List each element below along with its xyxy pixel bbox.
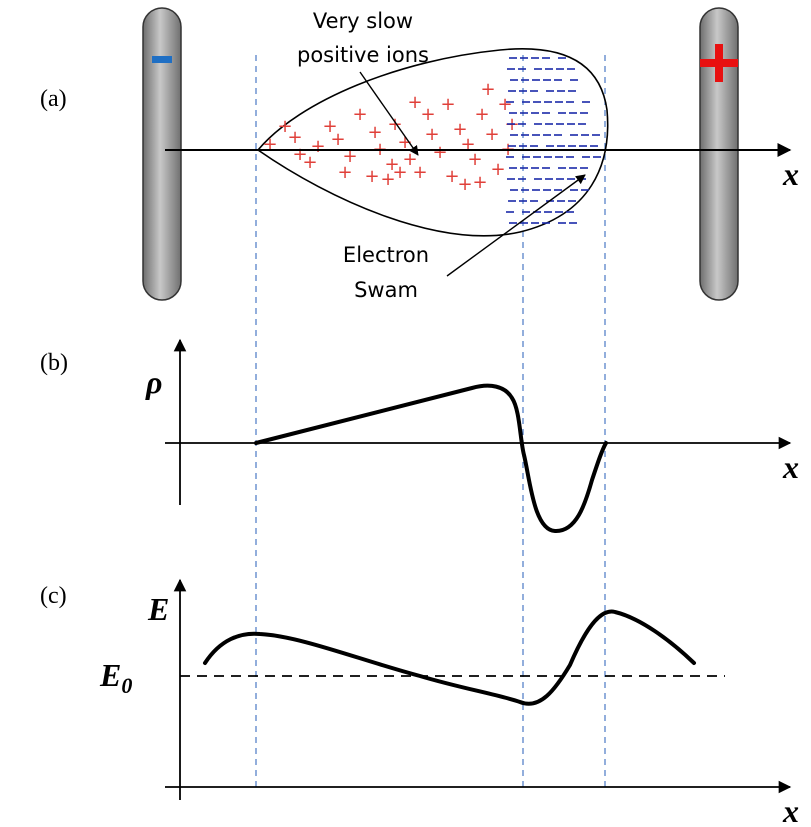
plus-charge: +: [432, 142, 447, 163]
panel-b-y-label: ρ: [145, 364, 162, 400]
electron-group: [506, 57, 601, 224]
plus-charge: +: [397, 132, 412, 153]
plus-charge: +: [262, 134, 277, 155]
anode-sign: [700, 44, 738, 82]
threshold-field-label: E0: [99, 657, 132, 698]
plus-charge: +: [287, 127, 302, 148]
panel-a: (a) ++++++++++++++++++++++++++++++++++++…: [40, 7, 799, 302]
plus-charge: +: [330, 129, 345, 150]
plus-charge: +: [364, 166, 379, 187]
plus-charge: +: [412, 162, 427, 183]
positive-ions-group: +++++++++++++++++++++++++++++++++++++++: [262, 79, 519, 195]
plus-charge: +: [380, 169, 395, 190]
threshold-label-main: E: [99, 657, 121, 693]
charge-density-curve: [254, 383, 608, 534]
plus-charge: +: [310, 136, 325, 157]
panel-b-x-label: x: [782, 449, 799, 485]
threshold-label-sub: 0: [121, 673, 132, 698]
ions-annotation-line-1: Very slow: [313, 9, 413, 33]
panel-b-label: (b): [40, 350, 68, 376]
plus-charge: +: [467, 149, 482, 170]
guide-lines: [255, 55, 606, 790]
electron-annotation-line-2: Swam: [354, 278, 418, 302]
panel-c-x-label: x: [782, 793, 799, 827]
plus-charge: +: [384, 154, 399, 175]
plus-charge: +: [474, 104, 489, 125]
plus-charge: +: [444, 166, 459, 187]
panel-a-label: (a): [40, 86, 67, 112]
plus-charge: +: [457, 174, 472, 195]
plus-charge: +: [337, 162, 352, 183]
ions-annotation-line-2: positive ions: [297, 43, 429, 67]
plus-charge: +: [392, 162, 407, 183]
plus-charge: +: [484, 124, 499, 145]
electric-field-curve: [203, 609, 696, 706]
panel-a-x-label: x: [782, 156, 799, 192]
anode-electrode: [699, 7, 739, 301]
plus-charge: +: [480, 79, 495, 100]
plus-charge: +: [424, 124, 439, 145]
plus-charge: +: [407, 92, 422, 113]
plus-charge: +: [490, 159, 505, 180]
plus-charge: +: [497, 94, 512, 115]
plus-charge: +: [472, 172, 487, 193]
electron-annotation-arrow: [446, 174, 586, 277]
panel-c-label: (c): [40, 583, 67, 609]
plus-charge: +: [387, 114, 402, 135]
plus-charge: +: [322, 116, 337, 137]
plus-charge: +: [440, 94, 455, 115]
panel-c-y-label: E: [147, 591, 169, 627]
plus-charge: +: [367, 122, 382, 143]
panel-b: (b) ρ x: [40, 338, 799, 534]
avalanche-drop: [256, 48, 609, 237]
cathode-sign: [152, 56, 172, 63]
plus-charge: +: [352, 104, 367, 125]
panel-c: (c) E x E0: [40, 578, 799, 827]
plus-charge: +: [452, 119, 467, 140]
plus-charge: +: [342, 146, 357, 167]
plus-charge: +: [302, 152, 317, 173]
plus-charge: +: [420, 104, 435, 125]
cathode-electrode: [142, 7, 182, 301]
electron-annotation-line-1: Electron: [343, 243, 429, 267]
plus-charge: +: [277, 116, 292, 137]
ions-annotation-arrow: [359, 71, 419, 156]
